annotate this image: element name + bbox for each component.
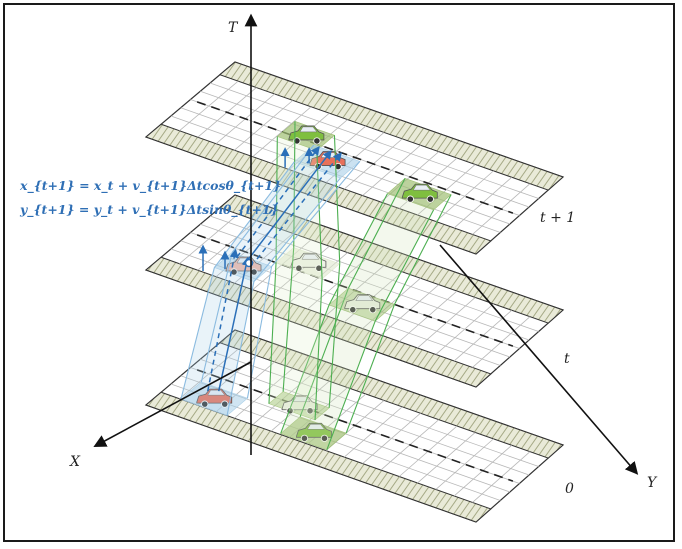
trajectory-arrow-0-1 bbox=[218, 256, 251, 392]
t-axis-label: T bbox=[228, 20, 239, 36]
layer-label-middle: t bbox=[564, 351, 570, 367]
ego-car-bottom bbox=[196, 388, 233, 408]
lane-divider bbox=[196, 101, 514, 214]
link-green-1-2a bbox=[275, 121, 341, 279]
trajectory-dashed-1-2b bbox=[256, 152, 342, 260]
link-green-1-2b bbox=[328, 178, 452, 322]
x-axis-label: X bbox=[69, 454, 81, 470]
lane-divider bbox=[196, 369, 514, 482]
y-axis bbox=[439, 244, 639, 475]
green-car-middle-2 bbox=[344, 294, 381, 314]
trajectory-dashed-0-1 bbox=[207, 248, 239, 392]
green-car-middle-1 bbox=[290, 252, 327, 272]
y-axis-label: Y bbox=[647, 475, 658, 491]
layer-label-top: t + 1 bbox=[540, 210, 575, 226]
equation-y: y_{t+1} = y_t + v_{t+1}Δtsinθ_{t+1} bbox=[19, 202, 279, 218]
layer-label-bottom: 0 bbox=[565, 481, 574, 497]
link-green-0-1b bbox=[280, 287, 395, 451]
equation-x: x_{t+1} = x_t + v_{t+1}Δtcosθ_{t+1} bbox=[19, 178, 281, 194]
link-blue-0-1 bbox=[180, 252, 273, 416]
overlay-group bbox=[180, 121, 452, 451]
green-car-bottom-2 bbox=[296, 422, 332, 442]
link-green-0-1a bbox=[268, 247, 341, 420]
x-axis bbox=[93, 361, 252, 448]
trajectory-arrow-1-2 bbox=[246, 149, 332, 262]
shoulder-back bbox=[218, 194, 564, 324]
axes-group: T X Y bbox=[69, 13, 658, 491]
green-car-top-2 bbox=[401, 183, 438, 203]
shoulder-back bbox=[218, 329, 564, 459]
shoulder-back bbox=[218, 61, 564, 191]
